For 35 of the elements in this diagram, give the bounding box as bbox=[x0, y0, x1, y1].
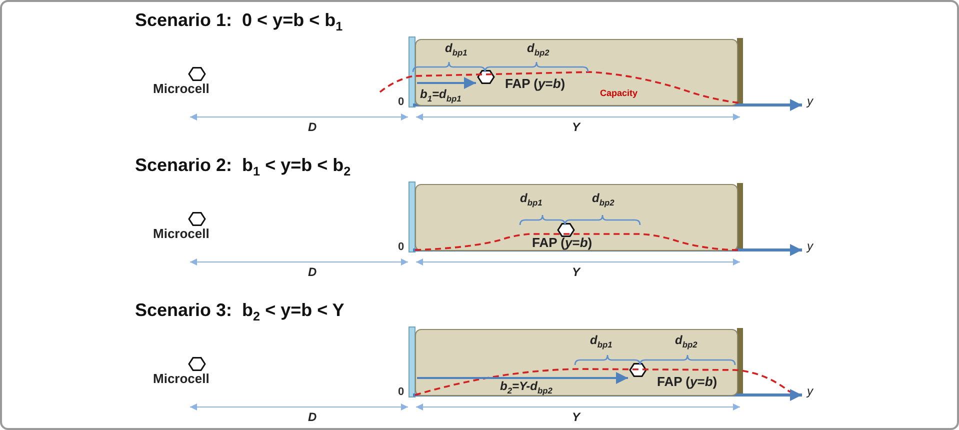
arrow bbox=[417, 372, 628, 384]
axis-label: 0 bbox=[398, 241, 404, 254]
curve-label: Capacity bbox=[600, 88, 638, 98]
axis-label: y bbox=[807, 385, 813, 399]
dimension-label: D bbox=[308, 266, 317, 280]
node-label: FAP (y=b) bbox=[657, 375, 718, 390]
dimension-label: Y bbox=[572, 121, 580, 135]
dimension-label: Y bbox=[572, 266, 580, 280]
node-label: Microcell bbox=[153, 227, 210, 242]
scenario-heading: Scenario 1: 0 < y=b < b$_{1}$ bbox=[135, 10, 343, 34]
math-label: d$_{bp2}$ bbox=[527, 42, 550, 58]
math-label: d$_{bp1}$ bbox=[445, 42, 468, 58]
node-label: FAP (y=b) bbox=[532, 236, 592, 251]
math-label: b$_{1}$=d$_{bp1}$ bbox=[420, 88, 462, 104]
math-label: d$_{bp2}$ bbox=[592, 192, 614, 208]
building-box bbox=[415, 39, 738, 106]
building-box bbox=[415, 329, 738, 396]
arrow bbox=[417, 77, 476, 89]
math-label: d$_{bp2}$ bbox=[675, 334, 698, 350]
dimension-label: Y bbox=[572, 411, 580, 425]
math-label: d$_{bp1}$ bbox=[590, 334, 612, 350]
axis-label: y bbox=[807, 95, 813, 109]
dimension-label: D bbox=[308, 411, 317, 425]
math-label: d$_{bp1}$ bbox=[520, 192, 542, 208]
axis-label: y bbox=[807, 240, 813, 254]
math-label: b$_{2}$=Y-d$_{bp2}$ bbox=[500, 380, 552, 396]
scenario-heading: Scenario 3: b$_{2}$ < y=b < Y bbox=[135, 300, 344, 324]
dimension-label: D bbox=[308, 121, 317, 135]
scenario-heading: Scenario 2: b$_{1}$ < y=b < b$_{2}$ bbox=[135, 155, 351, 180]
node-label: FAP (y=b) bbox=[505, 77, 566, 92]
axis-label: 0 bbox=[398, 96, 404, 109]
axis-label: 0 bbox=[398, 386, 404, 399]
node-label: Microcell bbox=[153, 82, 210, 97]
node-label: Microcell bbox=[153, 372, 210, 387]
building-box bbox=[415, 184, 738, 251]
